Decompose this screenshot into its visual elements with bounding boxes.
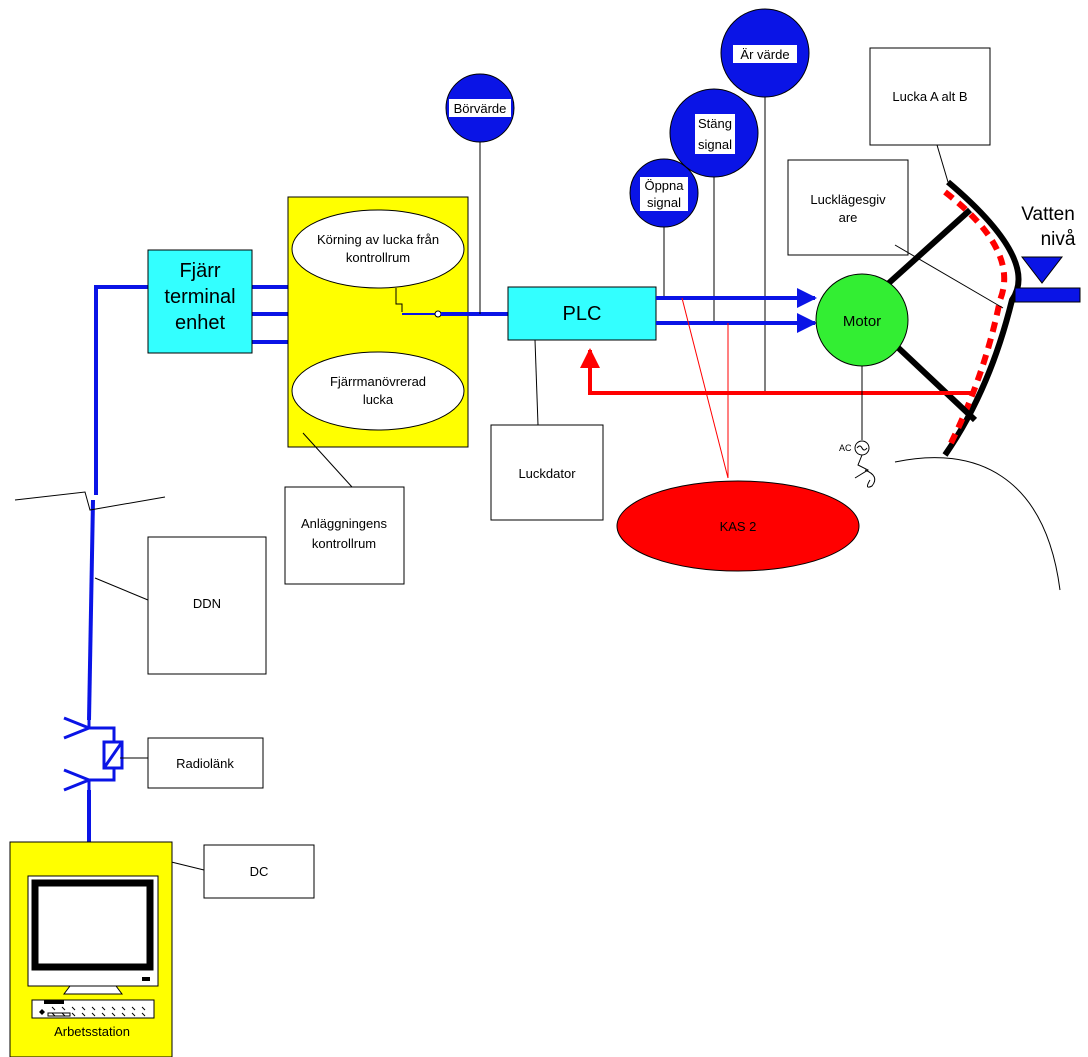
stang-label-1: Stäng <box>698 116 732 131</box>
anlaggning-leader <box>302 432 353 488</box>
feedback-line <box>580 348 975 395</box>
plc-box <box>507 286 657 341</box>
luckdator-leader <box>534 339 539 426</box>
keyboard-diamond <box>39 1009 45 1015</box>
kas-ellipse <box>616 480 860 572</box>
remote-terminal-label-1: Fjärr <box>179 260 220 282</box>
radio-antenna-lower <box>63 768 94 792</box>
luckgivare-leader <box>894 244 1004 309</box>
luckdator-callout <box>490 424 604 521</box>
lucka-leader <box>936 144 949 183</box>
gate-sensor-dashed <box>943 189 1008 447</box>
keyboard-space <box>47 1012 71 1017</box>
radio-line-right <box>87 768 116 790</box>
motor-label: Motor <box>843 313 881 330</box>
radio-antenna-upper <box>63 716 94 740</box>
anlaggning-callout <box>284 486 405 585</box>
ac-wave <box>856 445 868 451</box>
ddn-leader <box>94 577 149 601</box>
ddn-callout <box>147 536 267 675</box>
dc-label: DC <box>250 864 269 879</box>
water-level-label-2: nivå <box>1041 229 1076 250</box>
stang-label-2: signal <box>698 137 732 152</box>
remote-run-label-1: Körning av lucka från <box>317 232 439 247</box>
monitor-screen <box>31 879 154 971</box>
lightning-break-icon <box>14 491 166 511</box>
remote-gate-label-1: Fjärrmanövrerad <box>330 374 426 389</box>
remote-gate-ellipse <box>291 351 465 431</box>
ac-label: AC <box>839 443 852 453</box>
luckdator-label: Luckdator <box>518 466 576 481</box>
network-line-upper <box>94 285 148 495</box>
luckgivare-label-1: Lucklägesgiv <box>810 192 886 207</box>
borvarde-label: Börvärde <box>454 101 507 116</box>
water-level-label-1: Vatten <box>1021 204 1075 225</box>
gate-arm-lower <box>887 337 978 423</box>
ar-varde-label-bg <box>733 45 797 63</box>
oppna-label-1: Öppna <box>644 178 684 193</box>
anlaggning-label-1: Anläggningens <box>301 516 388 531</box>
water-level-bar <box>1014 287 1081 303</box>
luckgivare-callout <box>787 159 909 256</box>
oppna-label-2: signal <box>647 195 681 210</box>
remote-run-ellipse <box>291 209 465 289</box>
ar-varde-label: Är värde <box>740 47 789 62</box>
anlaggning-label-2: kontrollrum <box>312 536 376 551</box>
stang-label-bg <box>695 114 735 154</box>
remote-terminal-label-2: terminal <box>164 286 235 308</box>
water-level-triangle <box>1020 256 1064 284</box>
lucka-callout <box>869 47 991 146</box>
radiolank-label: Radiolänk <box>176 756 234 771</box>
switch-node <box>434 310 442 318</box>
keyboard-keys <box>51 1006 146 1017</box>
kas-label: KAS 2 <box>720 519 757 534</box>
plc-label: PLC <box>563 303 602 325</box>
dam-bank-curve <box>894 457 1061 591</box>
lucka-callout-label: Lucka A alt B <box>892 89 967 104</box>
borvarde-label-bg <box>449 99 511 117</box>
dc-callout <box>203 844 315 899</box>
remote-terminal-label-3: enhet <box>175 312 225 334</box>
radiolank-callout <box>147 737 264 789</box>
remote-run-label-2: kontrollrum <box>346 250 410 265</box>
keyboard-bar <box>44 1000 64 1004</box>
luckgivare-label-2: are <box>839 210 858 225</box>
remote-gate-label-2: lucka <box>363 392 394 407</box>
workstation-label: Arbetsstation <box>54 1024 130 1039</box>
radio-line-left <box>87 720 116 742</box>
network-line-lower <box>87 499 95 721</box>
radio-link-icon-bar <box>102 741 124 769</box>
switch-contact <box>395 288 403 312</box>
monitor-stand <box>63 985 123 995</box>
remote-terminal-unit <box>147 249 253 354</box>
oppna-label-bg <box>640 177 688 211</box>
monitor-button <box>142 977 150 981</box>
ddn-label: DDN <box>193 596 221 611</box>
ac-cable <box>854 454 876 488</box>
kas-line-1 <box>681 297 729 479</box>
